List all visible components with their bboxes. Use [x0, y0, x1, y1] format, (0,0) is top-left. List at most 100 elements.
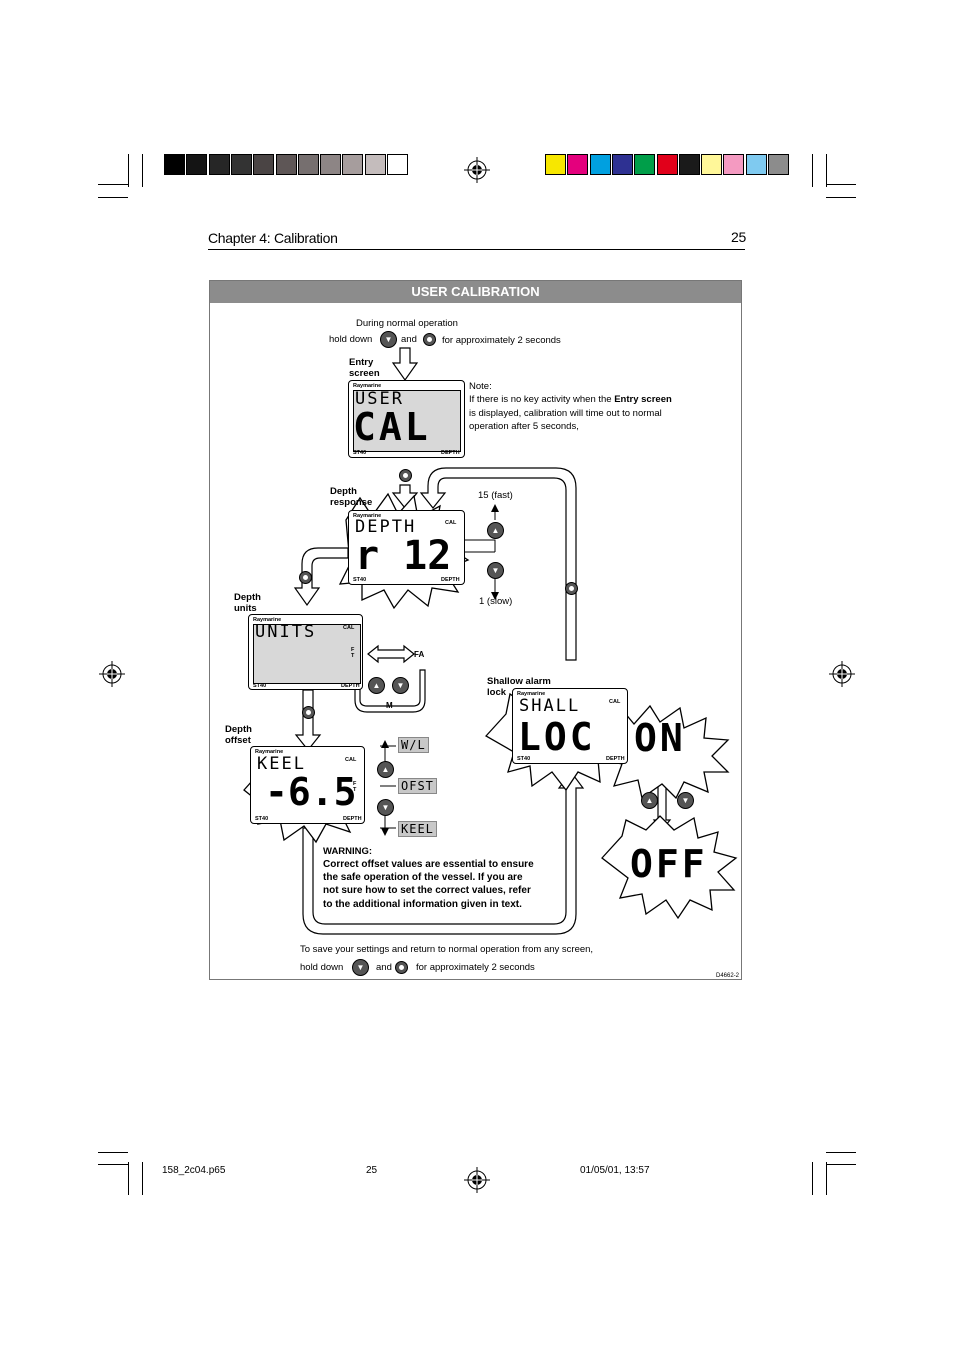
color-swatch	[186, 154, 208, 175]
footer-file: 158_2c04.p65	[162, 1165, 226, 1176]
down-arrow-key-icon: ▼	[377, 799, 394, 816]
color-swatch	[545, 154, 566, 175]
fast-label: 15 (fast)	[478, 490, 513, 501]
color-swatch	[253, 154, 275, 175]
offset-option-keel: KEEL	[398, 821, 437, 837]
warning-line: not sure how to set the correct values, …	[323, 885, 531, 896]
save-duration: for approximately 2 seconds	[416, 962, 535, 973]
up-arrow-key-icon: ▲	[487, 522, 504, 539]
entry-display: Raymarine USER CAL ST40 DEPTH	[348, 380, 465, 458]
registration-mark-bottom-icon	[464, 1167, 490, 1193]
color-swatch	[768, 154, 789, 175]
up-arrow-key-icon: ▲	[377, 761, 394, 778]
color-swatch	[634, 154, 656, 175]
figure-id: D4662-2	[716, 973, 740, 979]
shallow-alarm-display: Raymarine CAL SHALL ST40 DEPTH	[512, 688, 628, 764]
disp-key-icon	[399, 469, 412, 482]
shallow-off-text: OFF	[630, 842, 708, 886]
color-swatch	[364, 154, 386, 175]
disp-key-icon	[395, 961, 408, 974]
entry-top-text: USER	[355, 389, 404, 409]
color-swatch	[656, 154, 678, 175]
color-swatch	[745, 154, 767, 175]
intro-hold: hold down	[329, 334, 373, 345]
note-line3: operation after 5 seconds,	[469, 421, 579, 432]
footer-timestamp: 01/05/01, 13:57	[580, 1165, 650, 1176]
entry-big-text: CAL	[353, 405, 431, 449]
color-swatch	[387, 154, 408, 175]
color-swatch	[678, 154, 700, 175]
down-arrow-key-icon: ▼	[487, 562, 504, 579]
warning-line: to the additional information given in t…	[323, 899, 522, 910]
disp-key-icon	[299, 571, 312, 584]
depth-units-display: Raymarine CAL UNITS FT ST40 DEPTH	[248, 614, 363, 690]
up-arrow-key-icon: ▲	[641, 792, 658, 809]
response-big-text: r 12	[355, 533, 452, 579]
panel-title: USER CALIBRATION	[210, 281, 741, 303]
intro-and: and	[401, 334, 417, 345]
warning-title: WARNING:	[323, 846, 373, 857]
intro-duration: for approximately 2 seconds	[442, 335, 561, 346]
color-swatch	[611, 154, 633, 175]
disp-key-icon	[302, 706, 315, 719]
registration-mark-left-icon	[99, 661, 125, 687]
units-m-label: M	[386, 701, 393, 710]
note-line1: If there is no key activity when the Ent…	[469, 394, 672, 405]
offset-option-wl: W/L	[398, 737, 429, 753]
depth-response-display: Raymarine CAL DEPTH r 12 ST40 DEPTH	[348, 510, 465, 585]
intro-line1: During normal operation	[356, 318, 458, 329]
save-line1: To save your settings and return to norm…	[300, 944, 594, 955]
down-arrow-key-icon: ▼	[392, 677, 409, 694]
offset-top-text: KEEL	[257, 754, 306, 774]
disp-key-icon	[565, 582, 578, 595]
color-swatch	[342, 154, 364, 175]
warning-line: Correct offset values are essential to e…	[323, 859, 534, 870]
color-swatch	[320, 154, 342, 175]
down-arrow-key-icon: ▼	[380, 331, 397, 348]
color-swatch	[723, 154, 745, 175]
units-fa-label: FA	[414, 650, 425, 659]
disp-key-icon	[423, 333, 436, 346]
footer-page: 25	[366, 1165, 378, 1176]
on-starburst	[603, 704, 730, 800]
color-swatch	[275, 154, 297, 175]
header-rule	[208, 249, 745, 250]
save-and: and	[376, 962, 392, 973]
depth-offset-display: Raymarine CAL KEEL -6.5 FT ST40 DEPTH	[250, 746, 365, 824]
off-starburst	[601, 815, 738, 920]
down-arrow-key-icon: ▼	[352, 959, 369, 976]
color-swatch	[589, 154, 611, 175]
slow-label: 1 (slow)	[479, 596, 513, 607]
color-swatch	[164, 154, 185, 175]
up-arrow-key-icon: ▲	[368, 677, 385, 694]
color-swatch	[701, 154, 723, 175]
color-swatch	[297, 154, 319, 175]
registration-mark-top-icon	[464, 157, 490, 183]
color-swatch	[208, 154, 230, 175]
offset-big-text: -6.5	[265, 770, 357, 814]
color-swatch	[230, 154, 252, 175]
registration-mark-right-icon	[829, 661, 855, 687]
shallow-loc-text: LOC	[518, 715, 596, 759]
response-top-text: DEPTH	[355, 517, 417, 537]
warning-line: the safe operation of the vessel. If you…	[323, 872, 523, 883]
user-calibration-panel: USER CALIBRATION	[209, 280, 742, 980]
offset-option-ofst: OFST	[398, 778, 437, 794]
page-number: 25	[731, 229, 746, 245]
down-arrow-key-icon: ▼	[677, 792, 694, 809]
note-line2: is displayed, calibration will time out …	[469, 408, 662, 419]
shallow-on-text: ON	[634, 716, 686, 760]
color-swatch	[567, 154, 589, 175]
units-top-text: UNITS	[255, 622, 317, 642]
shallow-top-text: SHALL	[519, 696, 581, 716]
hollow-arrow-entry	[391, 347, 419, 382]
note-label: Note:	[469, 381, 492, 392]
chapter-title: Chapter 4: Calibration	[208, 230, 338, 246]
